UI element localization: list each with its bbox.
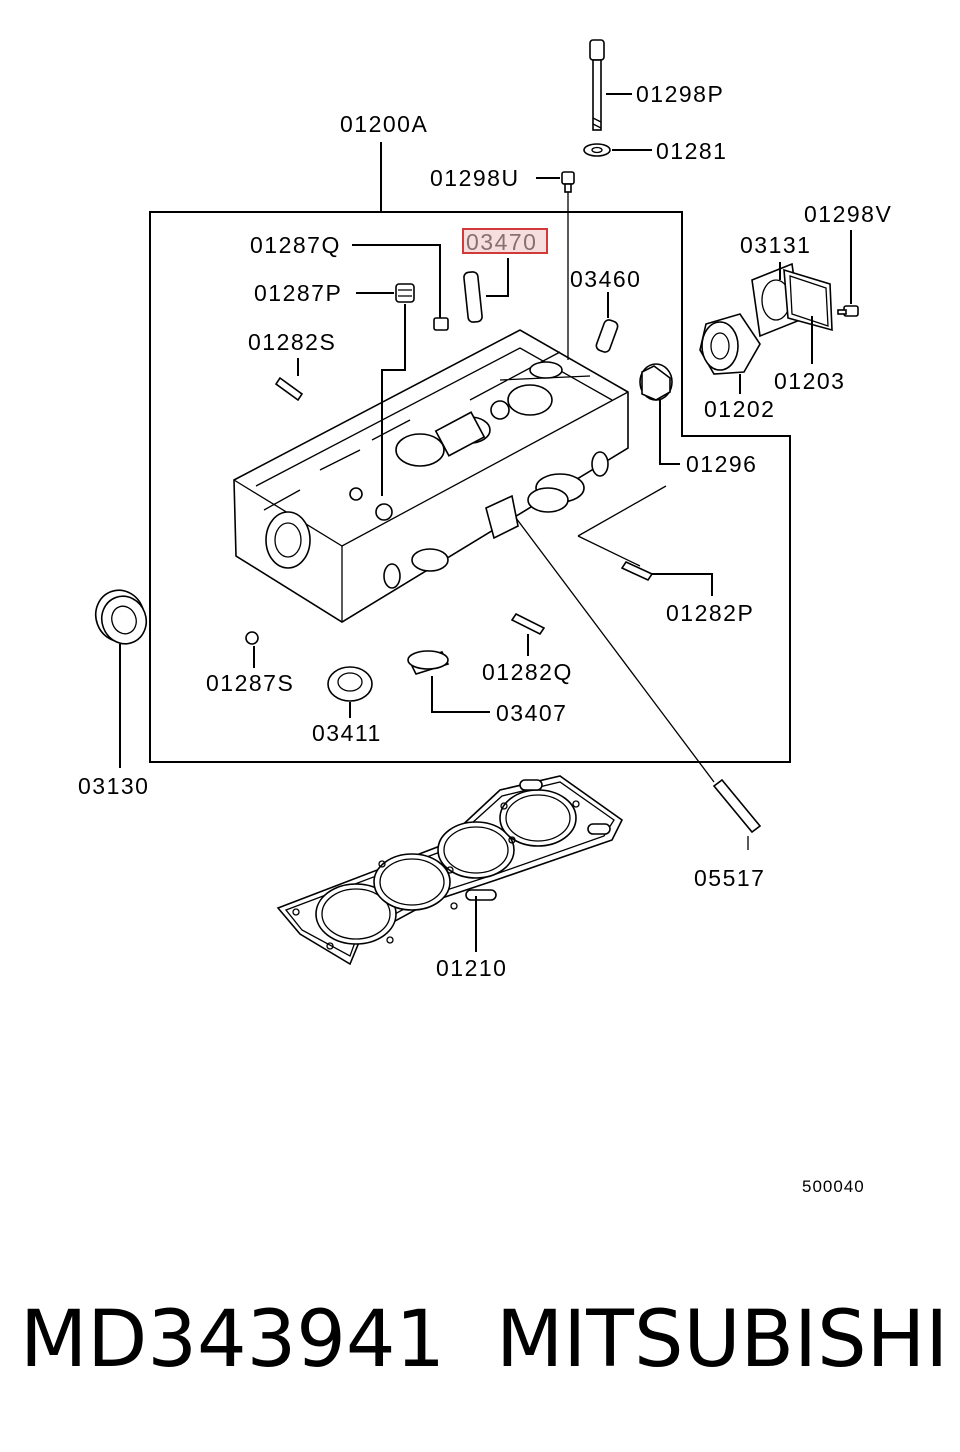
label-01298U: 01298U xyxy=(430,165,520,191)
leader-01282P-guide xyxy=(577,485,667,567)
brand-name: MITSUBISHI xyxy=(496,1295,948,1385)
label-01282S: 01282S xyxy=(248,329,336,355)
stud-01282Q xyxy=(510,612,546,636)
label-01282P: 01282P xyxy=(666,600,754,626)
head-gasket-01210 xyxy=(276,775,624,966)
leader-01287P-down xyxy=(381,304,406,496)
leader-03470 xyxy=(486,258,509,297)
leader-01287Q xyxy=(352,244,441,318)
figure-code: 500040 xyxy=(802,1177,865,1196)
label-01203: 01203 xyxy=(774,368,845,394)
label-03130: 03130 xyxy=(78,773,149,799)
housing-01202 xyxy=(699,313,761,375)
label-01287S: 01287S xyxy=(206,670,294,696)
highlight-box-03470 xyxy=(462,228,548,254)
screw-01298V xyxy=(837,305,859,317)
label-01200A: 01200A xyxy=(340,111,428,137)
cap-01296 xyxy=(639,363,673,401)
label-01298V: 01298V xyxy=(804,201,892,227)
pin-03470 xyxy=(463,271,483,323)
plug-01287S xyxy=(245,631,259,645)
label-01210: 01210 xyxy=(436,955,507,981)
assembly-frame xyxy=(149,211,791,763)
part-number: MD343941 xyxy=(20,1295,445,1385)
leader-05517 xyxy=(515,517,715,783)
stud-01282S xyxy=(274,376,304,402)
label-01298P: 01298P xyxy=(636,81,724,107)
cylinder-head xyxy=(233,329,629,623)
pin-03460 xyxy=(595,319,619,353)
plug-01287P xyxy=(395,283,415,303)
leader-01282P xyxy=(652,573,713,596)
label-01282Q: 01282Q xyxy=(482,659,573,685)
seal-03407 xyxy=(407,650,450,675)
seal-03411 xyxy=(327,666,373,702)
label-01287P: 01287P xyxy=(254,280,342,306)
washer-01281 xyxy=(583,143,611,157)
label-05517: 05517 xyxy=(694,865,765,891)
label-01296: 01296 xyxy=(686,451,757,477)
bolt-01298U xyxy=(561,171,575,193)
label-03131: 03131 xyxy=(740,232,811,258)
cover-01203 xyxy=(783,268,833,332)
label-03470: 03470 xyxy=(466,229,537,255)
label-01287Q: 01287Q xyxy=(250,232,341,258)
dowel-05517 xyxy=(712,778,762,834)
label-03407: 03407 xyxy=(496,700,567,726)
label-03460: 03460 xyxy=(570,266,641,292)
stud-01282P xyxy=(620,560,654,582)
bolt-01298P xyxy=(589,39,605,131)
plug-01287Q xyxy=(433,317,449,331)
oil-seal-03130 xyxy=(94,589,148,645)
label-03411: 03411 xyxy=(312,720,382,746)
leader-03407 xyxy=(431,676,490,713)
leader-01296 xyxy=(659,400,680,465)
label-01202: 01202 xyxy=(704,396,775,422)
label-01281: 01281 xyxy=(656,138,727,164)
